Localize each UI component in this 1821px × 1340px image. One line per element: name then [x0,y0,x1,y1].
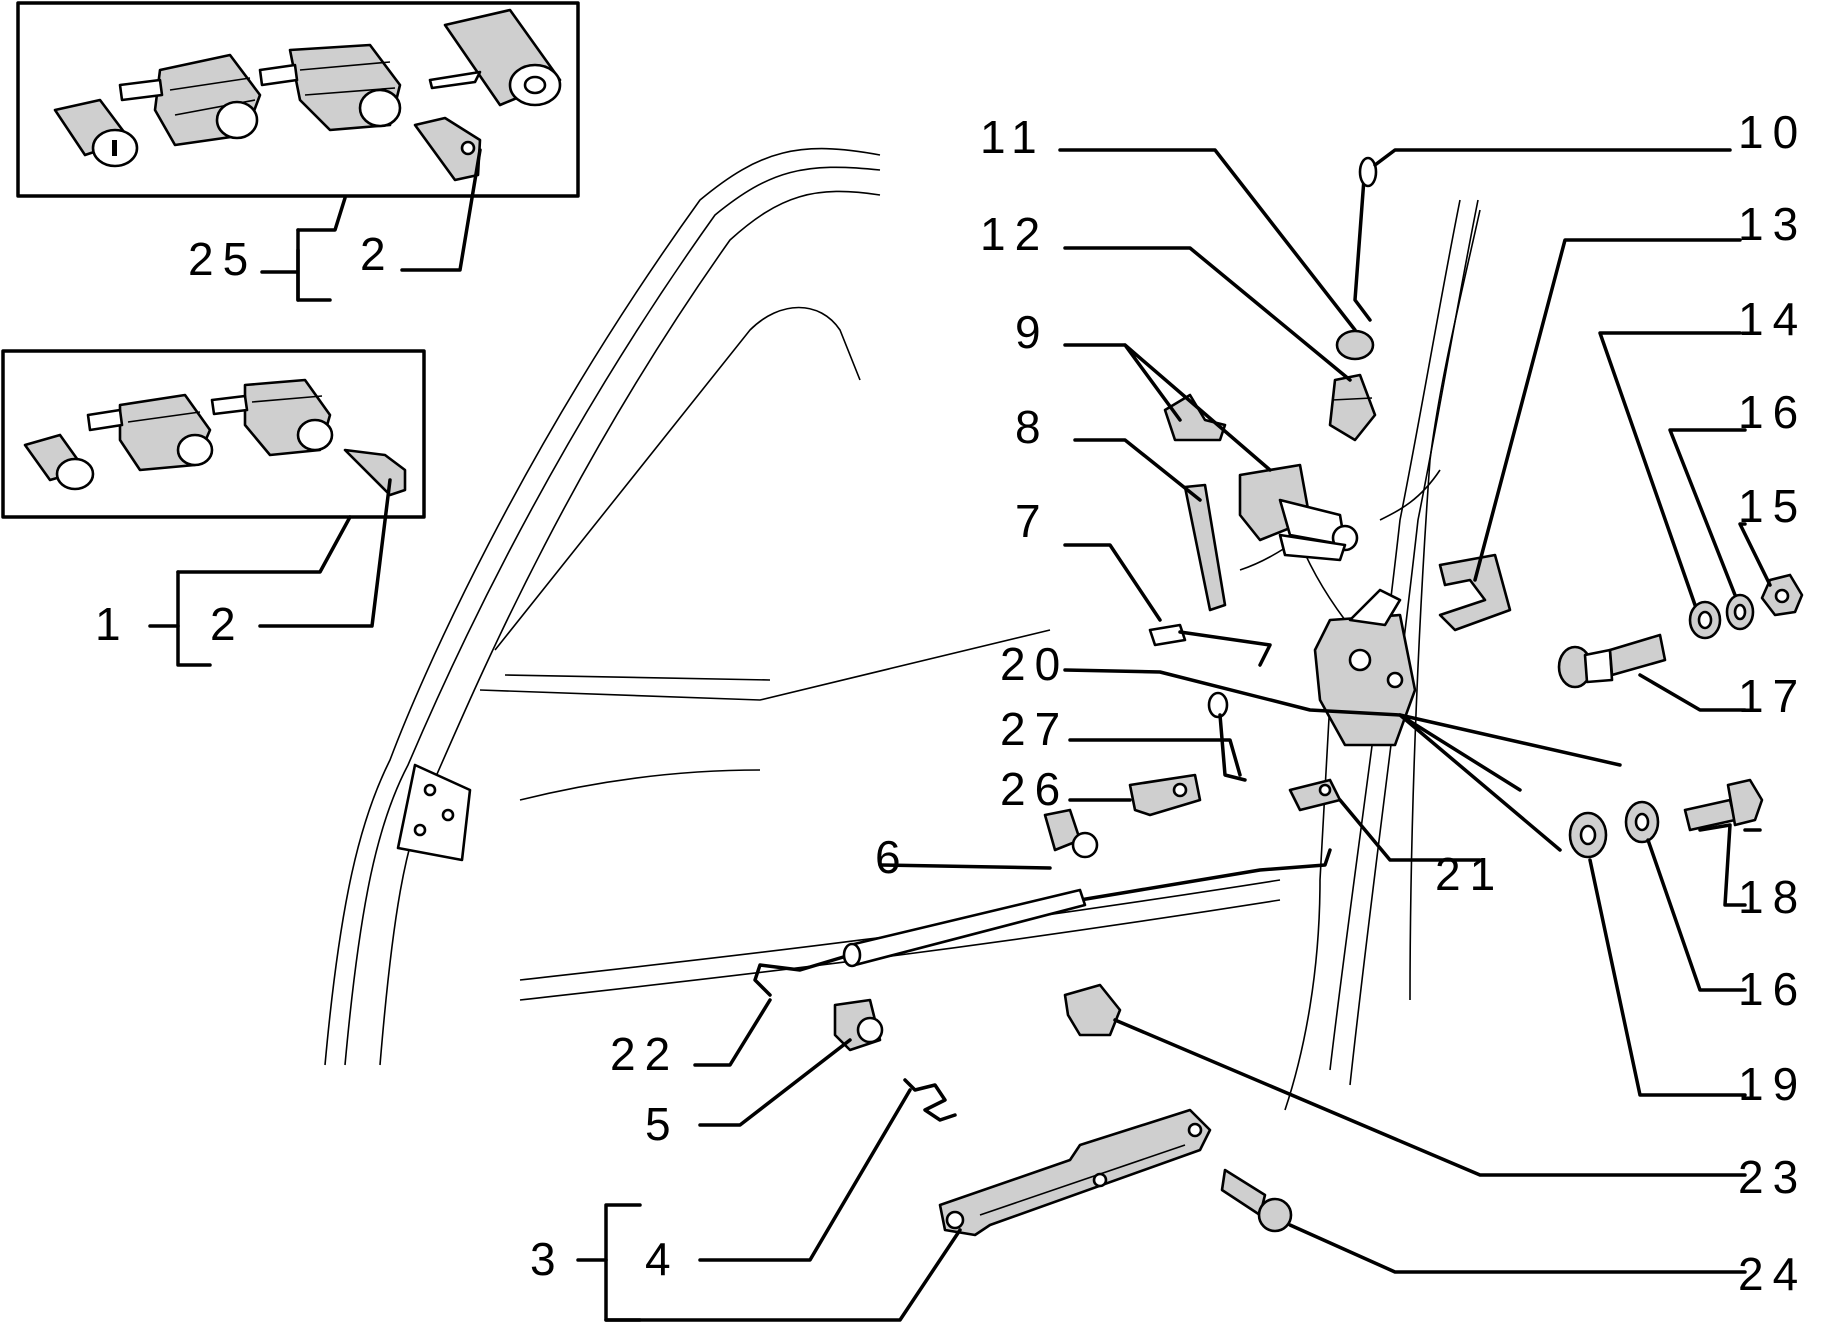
label-23: 23 [1738,1151,1807,1203]
label-2-lower: 2 [210,598,245,650]
key-icon [413,116,482,182]
bolt-18 [1683,778,1764,832]
clip-5 [833,998,884,1052]
link-27 [1207,691,1247,782]
plate-21 [1288,778,1342,812]
label-21: 21 [1435,848,1504,900]
label-5: 5 [645,1098,680,1150]
label-9: 9 [1015,306,1050,358]
label-7: 7 [1015,495,1050,547]
label-13: 13 [1738,198,1807,250]
kit-box-25 [16,1,580,198]
washer-16-top [1725,593,1755,631]
label-22: 22 [610,1028,679,1080]
spring-4 [903,1078,957,1122]
label-19: 19 [1738,1058,1807,1110]
callout-labels: 25 2 1 2 3 4 5 6 7 8 9 10 11 12 13 14 16… [95,106,1807,1300]
label-26: 26 [1000,763,1069,815]
bolt-17 [1557,633,1667,689]
washer-14 [1688,600,1722,640]
leader-lines [148,148,1772,1322]
boot-12 [1328,373,1377,442]
kit-box-1 [1,349,426,519]
nut-15 [1760,573,1804,617]
rod-7 [1148,623,1272,667]
latch-20 [1313,588,1417,747]
lock-body-c [86,393,214,472]
label-18: 18 [1738,871,1807,923]
label-2-top: 2 [360,228,395,280]
clip-6 [1043,808,1099,859]
lock-body-b [258,43,402,132]
label-14: 14 [1738,293,1807,345]
door-frame-outline [324,147,1481,1111]
label-8: 8 [1015,401,1050,453]
lock-cylinder-small-a [53,98,139,168]
label-20: 20 [1000,638,1069,690]
rod-22 [753,848,1332,997]
label-15: 15 [1738,480,1807,532]
bracket-26 [1128,773,1202,817]
label-1: 1 [95,598,130,650]
washer-19 [1568,811,1608,859]
label-16-bottom: 16 [1738,963,1807,1015]
handle-3 [938,1108,1212,1237]
grommet-11 [1335,329,1375,361]
label-16-top: 16 [1738,386,1807,438]
label-6: 6 [875,831,910,883]
rod-10 [1353,156,1378,322]
lock-body-d [210,378,334,457]
washer-16-bottom [1624,800,1660,844]
switch-23 [1063,983,1122,1037]
key-icon [343,448,407,497]
label-3: 3 [530,1233,565,1285]
shim-13 [1438,553,1512,632]
lock-barrel-9 [1238,463,1359,562]
lock-cylinder-large [428,8,562,107]
lock-cylinder-small-b [23,433,95,491]
label-4: 4 [645,1233,680,1285]
label-17: 17 [1738,670,1807,722]
label-10: 10 [1738,106,1807,158]
screw-24 [1220,1168,1293,1233]
lock-body-a [118,53,262,147]
lever-8 [1183,483,1227,612]
hinge-plate [396,763,472,862]
spring-clip-9 [1163,393,1227,442]
label-24: 24 [1738,1248,1807,1300]
label-25: 25 [188,233,257,285]
label-12: 12 [980,208,1049,260]
label-27: 27 [1000,703,1069,755]
label-11: 11 [980,111,1046,163]
